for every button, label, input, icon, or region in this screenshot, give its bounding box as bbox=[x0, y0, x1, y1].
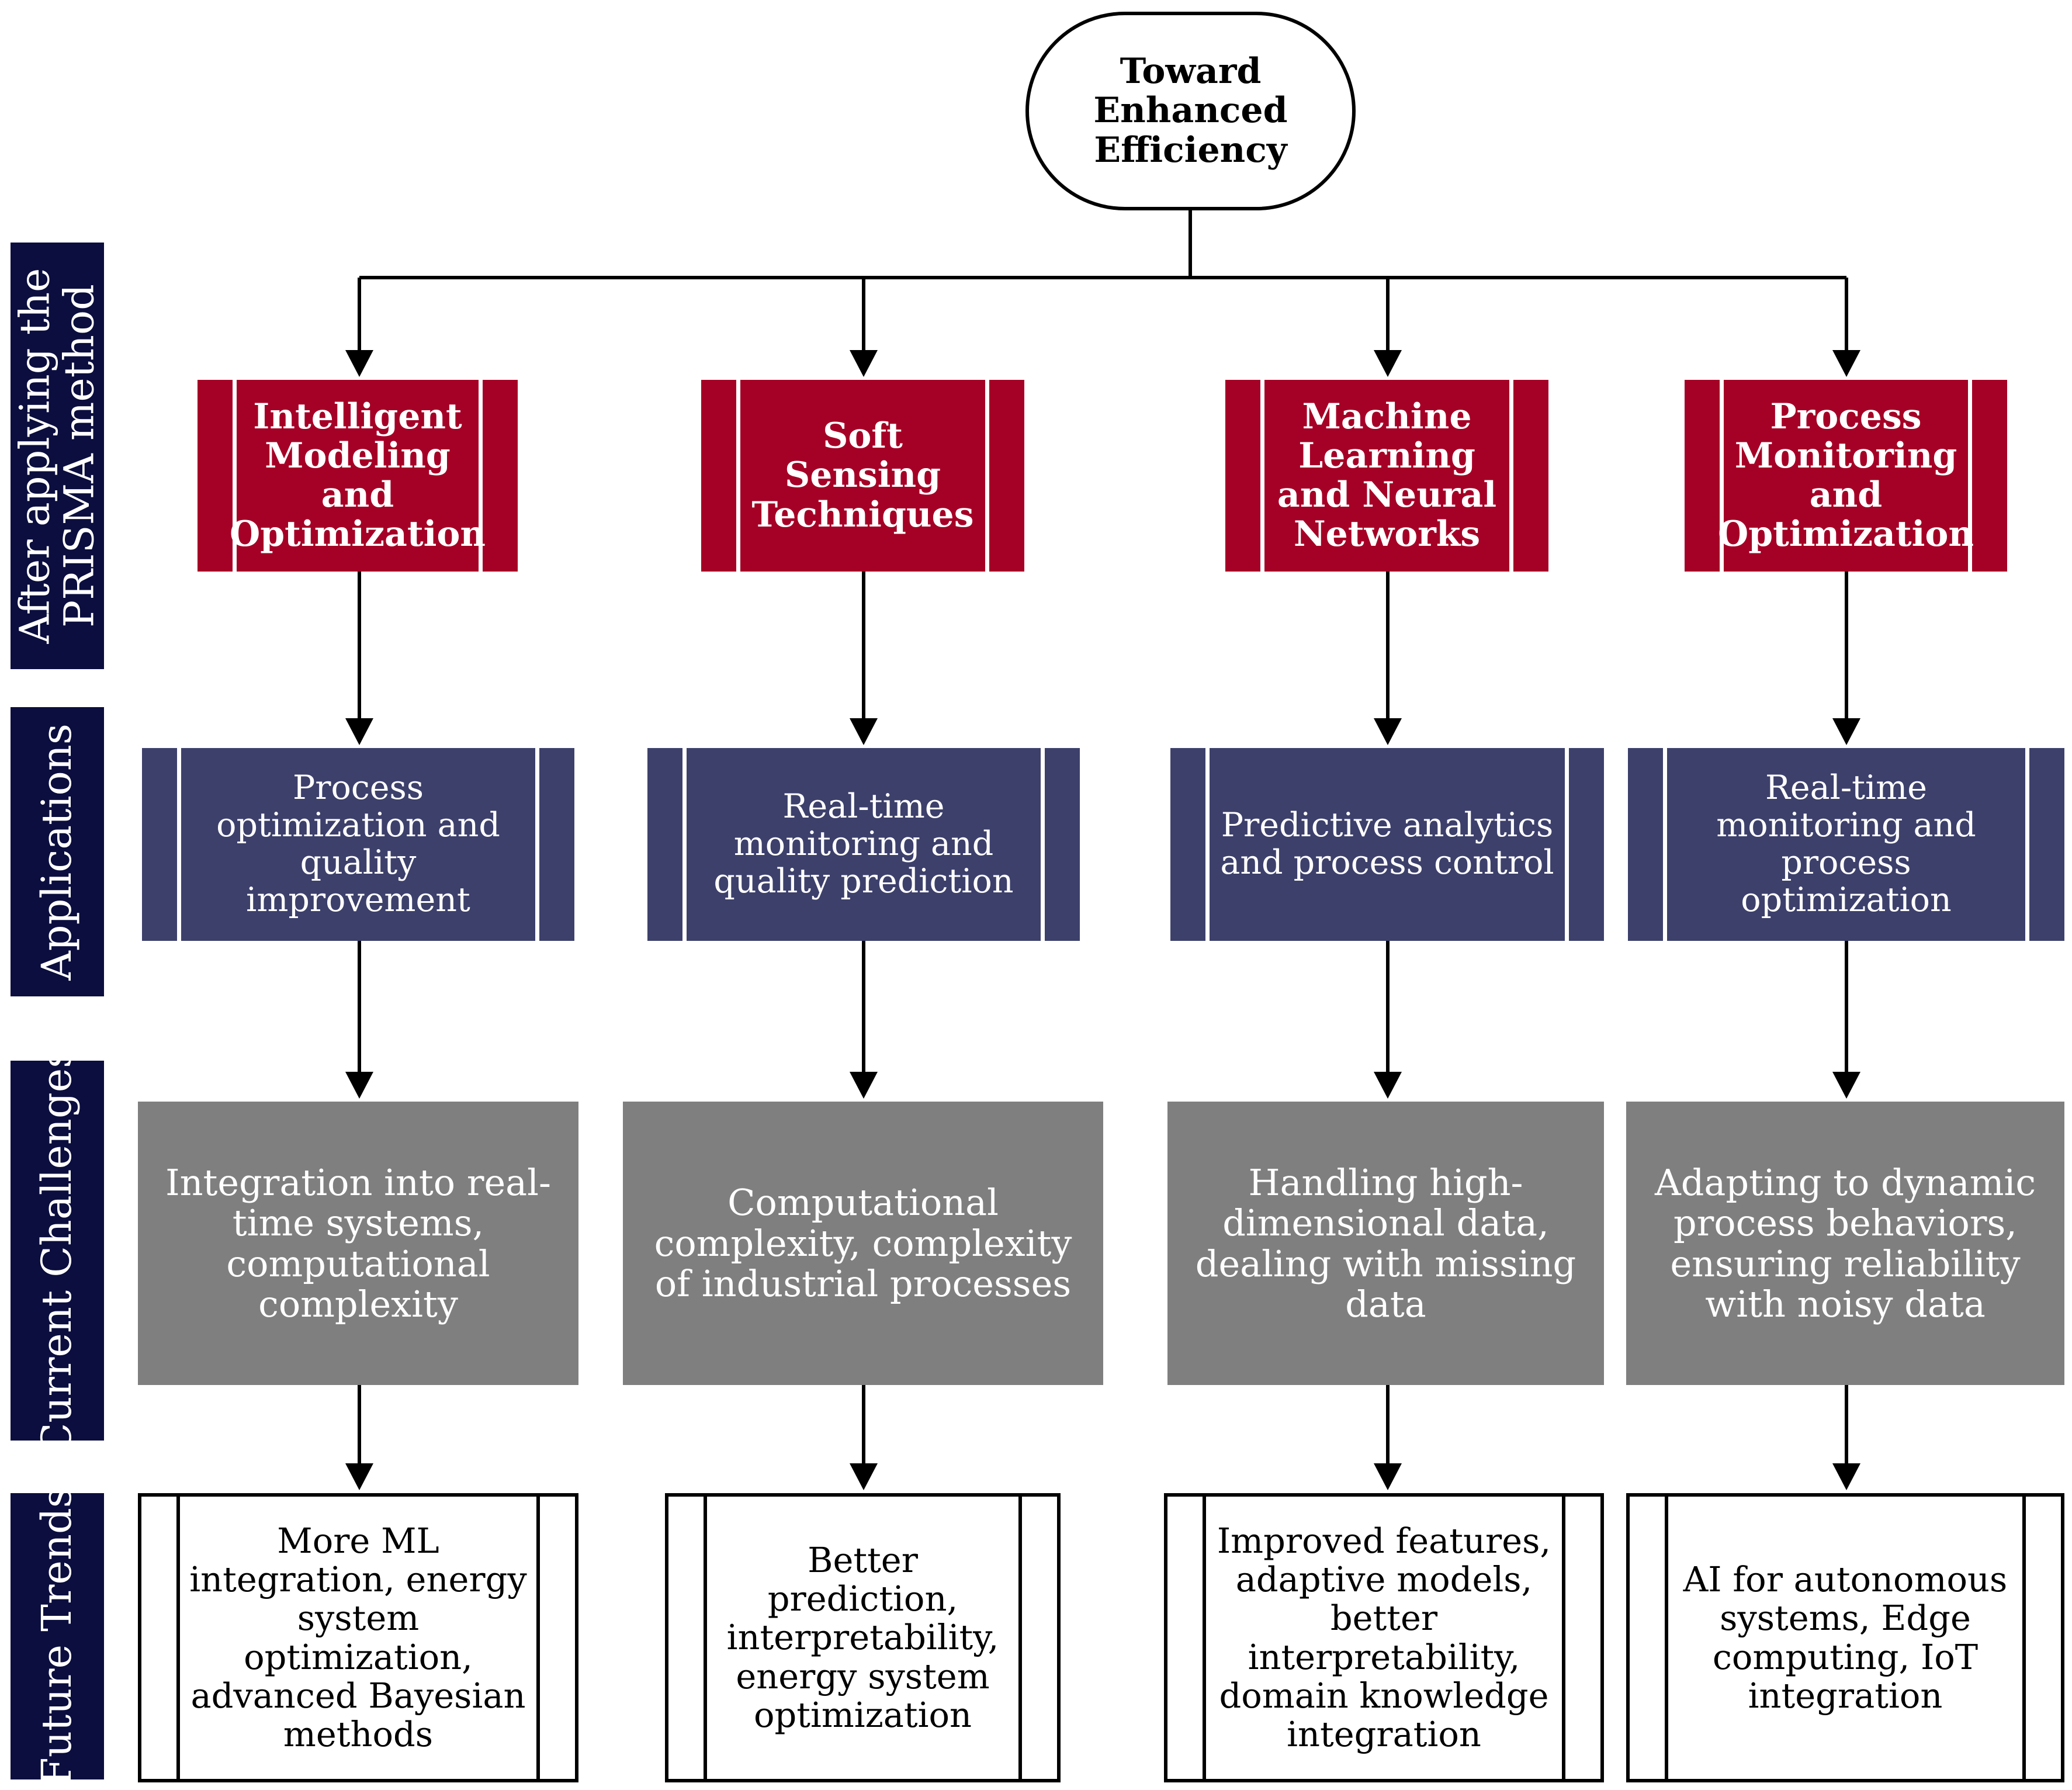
arrow-application-to-challenge-1-head bbox=[345, 1072, 373, 1099]
arrow-challenge-to-trend-1-head bbox=[345, 1463, 373, 1490]
application-box-2: Real-time monitoring and quality predict… bbox=[647, 748, 1080, 941]
method-box-2-left-bar bbox=[736, 380, 740, 572]
arrow-method-to-application-3-head bbox=[1374, 718, 1402, 745]
application-box-4: Real-time monitoring and process optimiz… bbox=[1628, 748, 2064, 941]
application-box-3-left-bar bbox=[1205, 748, 1210, 941]
trend-box-4-text: AI for autonomous systems, Edge computin… bbox=[1683, 1559, 2008, 1716]
arrow-challenge-to-trend-2-head bbox=[850, 1463, 878, 1490]
application-box-1-left-bar bbox=[177, 748, 181, 941]
trend-box-2-right-bar bbox=[1018, 1497, 1022, 1779]
diagram-title: Toward Enhanced Efficiency bbox=[1093, 51, 1288, 171]
trend-box-1-left-bar bbox=[176, 1497, 180, 1779]
trend-box-3-text: Improved features, adaptive models, bett… bbox=[1217, 1521, 1551, 1754]
challenge-box-3: Handling high-dimensional data, dealing … bbox=[1167, 1102, 1604, 1385]
arrow-challenge-to-trend-3-head bbox=[1374, 1463, 1402, 1490]
trend-box-2-left-bar bbox=[704, 1497, 707, 1779]
challenge-box-2-text: Computational complexity, complexity of … bbox=[654, 1181, 1072, 1306]
method-box-3-left-bar bbox=[1260, 380, 1264, 572]
method-box-2-right-bar bbox=[985, 380, 989, 572]
method-box-4-text: Process Monitoring and Optimization bbox=[1717, 396, 1974, 555]
application-box-2-left-bar bbox=[682, 748, 687, 941]
application-box-1-right-bar bbox=[535, 748, 539, 941]
method-box-1: Intelligent Modeling and Optimization bbox=[198, 380, 518, 572]
challenge-box-1: Integration into real-time systems, comp… bbox=[138, 1102, 578, 1385]
application-box-3-right-bar bbox=[1565, 748, 1569, 941]
arrow-title-to-method-4-head bbox=[1832, 350, 1860, 377]
application-box-4-left-bar bbox=[1663, 748, 1667, 941]
challenge-box-2: Computational complexity, complexity of … bbox=[623, 1102, 1103, 1385]
trend-box-3: Improved features, adaptive models, bett… bbox=[1164, 1493, 1604, 1782]
arrow-method-to-application-1-head bbox=[345, 718, 373, 745]
row-label-challenges: Current Challenges bbox=[11, 1047, 104, 1454]
trend-box-3-right-bar bbox=[1562, 1497, 1565, 1779]
challenge-box-4: Adapting to dynamic process behaviors, e… bbox=[1626, 1102, 2064, 1385]
arrow-application-to-challenge-2-head bbox=[850, 1072, 878, 1099]
row-label-methods: After applying the PRISMA method bbox=[11, 243, 104, 669]
trend-box-3-left-bar bbox=[1203, 1497, 1206, 1779]
application-box-3: Predictive analytics and process control bbox=[1170, 748, 1604, 941]
trend-box-4-left-bar bbox=[1665, 1497, 1668, 1779]
challenge-box-1-text: Integration into real-time systems, comp… bbox=[165, 1161, 551, 1325]
method-box-3: Machine Learning and Neural Networks bbox=[1225, 380, 1548, 572]
application-box-2-text: Real-time monitoring and quality predict… bbox=[713, 787, 1014, 901]
application-box-2-right-bar bbox=[1041, 748, 1045, 941]
trend-box-1-right-bar bbox=[536, 1497, 540, 1779]
method-box-4-left-bar bbox=[1720, 380, 1724, 572]
application-box-1: Process optimization and quality improve… bbox=[142, 748, 574, 941]
arrow-application-to-challenge-4-head bbox=[1832, 1072, 1860, 1099]
arrow-title-to-method-3-head bbox=[1374, 350, 1402, 377]
trend-box-2: Better prediction, interpretability, ene… bbox=[665, 1493, 1061, 1782]
method-box-3-right-bar bbox=[1509, 380, 1513, 572]
arrow-method-to-application-2-head bbox=[850, 718, 878, 745]
method-box-4-right-bar bbox=[1968, 380, 1972, 572]
arrow-title-to-method-1-head bbox=[345, 350, 373, 377]
trend-box-2-text: Better prediction, interpretability, ene… bbox=[726, 1540, 999, 1735]
method-box-1-left-bar bbox=[233, 380, 237, 572]
row-label-applications: Applications bbox=[11, 707, 104, 996]
method-box-4: Process Monitoring and Optimization bbox=[1685, 380, 2007, 572]
challenge-box-3-text: Handling high-dimensional data, dealing … bbox=[1195, 1161, 1576, 1325]
trend-box-1-text: More ML integration, energy system optim… bbox=[189, 1521, 527, 1754]
arrow-title-to-method-2-head bbox=[850, 350, 878, 377]
challenge-box-4-text: Adapting to dynamic process behaviors, e… bbox=[1654, 1161, 2036, 1325]
method-box-3-text: Machine Learning and Neural Networks bbox=[1277, 396, 1497, 555]
row-label-trends: Future Trends bbox=[11, 1487, 104, 1786]
trend-box-4-right-bar bbox=[2022, 1497, 2026, 1779]
arrow-application-to-challenge-3-head bbox=[1374, 1072, 1402, 1099]
method-box-1-text: Intelligent Modeling and Optimization bbox=[229, 396, 486, 555]
application-box-1-text: Process optimization and quality improve… bbox=[216, 768, 500, 919]
method-box-1-right-bar bbox=[479, 380, 483, 572]
application-box-4-right-bar bbox=[2025, 748, 2029, 941]
method-box-2-text: Soft Sensing Techniques bbox=[751, 416, 974, 535]
trend-box-1: More ML integration, energy system optim… bbox=[138, 1493, 578, 1782]
method-box-2: Soft Sensing Techniques bbox=[701, 380, 1024, 572]
arrow-method-to-application-4-head bbox=[1832, 718, 1860, 745]
arrow-challenge-to-trend-4-head bbox=[1832, 1463, 1860, 1490]
trend-box-4: AI for autonomous systems, Edge computin… bbox=[1626, 1493, 2064, 1782]
application-box-4-text: Real-time monitoring and process optimiz… bbox=[1716, 768, 1976, 919]
title-node: Toward Enhanced Efficiency bbox=[1025, 12, 1356, 210]
application-box-3-text: Predictive analytics and process control bbox=[1220, 806, 1554, 882]
